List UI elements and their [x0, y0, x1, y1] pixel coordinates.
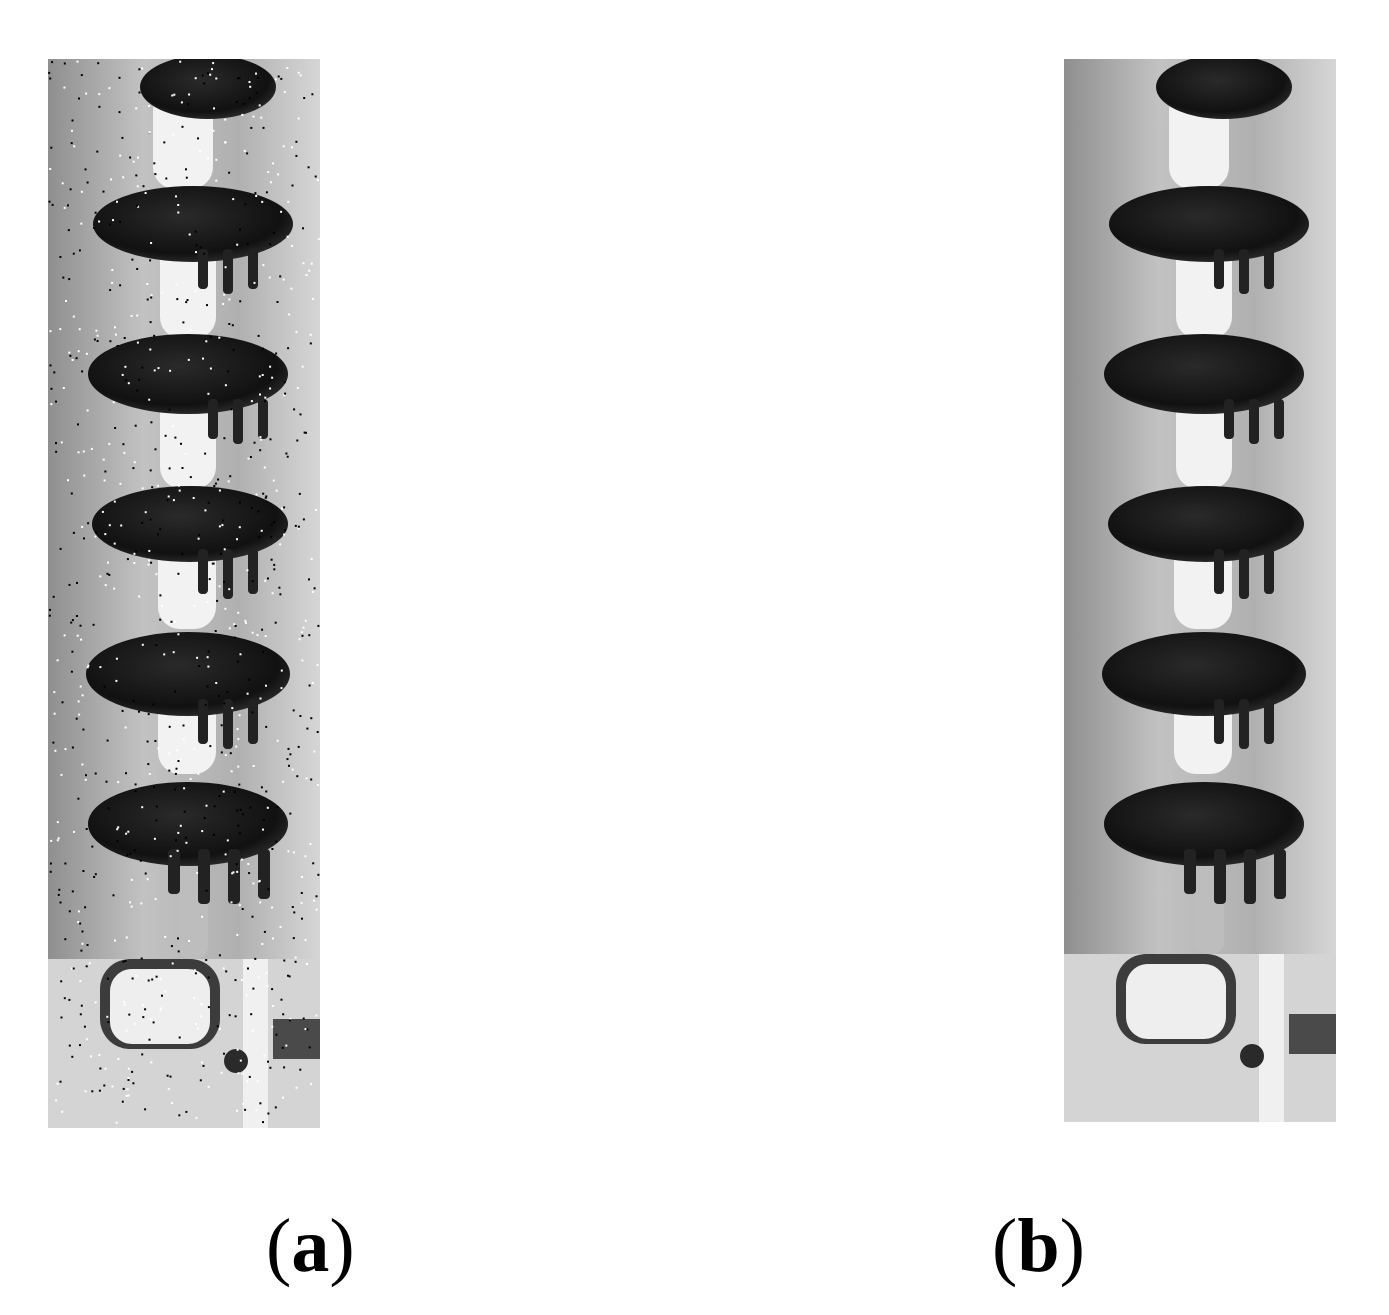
bottom-fitting — [1116, 954, 1264, 1068]
insulator-discs — [1102, 59, 1309, 866]
drip-streaks — [1184, 249, 1286, 904]
caption-b: (b) — [992, 1204, 1085, 1288]
bottom-fitting — [100, 959, 248, 1073]
drip-streaks — [168, 249, 270, 904]
caption-a: (a) — [266, 1204, 355, 1288]
side-bar — [1289, 1014, 1336, 1054]
pole — [1259, 954, 1284, 1122]
insulator-photo-noisy — [48, 59, 320, 1128]
pole — [243, 959, 268, 1128]
insulator-photo-denoised — [1064, 59, 1336, 1122]
insulator-discs — [86, 59, 293, 866]
side-bar — [273, 1019, 320, 1059]
image-panel-a — [48, 59, 320, 1128]
image-panel-b — [1064, 59, 1336, 1122]
salt-pepper-noise — [48, 60, 320, 1124]
